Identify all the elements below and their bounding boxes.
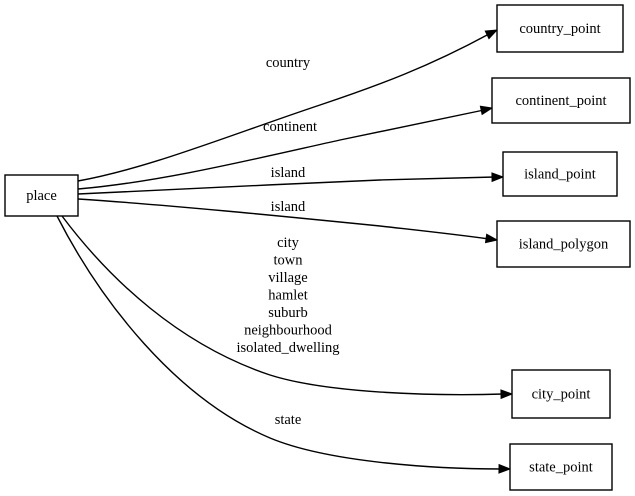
edge-place-to-island_point (77, 172, 505, 195)
arrowhead-city_point (500, 389, 514, 400)
node-island_point[interactable]: island_point (502, 151, 618, 197)
node-state_point[interactable]: state_point (509, 443, 613, 491)
node-label-island_point: island_point (524, 166, 596, 182)
edge-label-island_polygon: island (271, 199, 306, 215)
edge-line-island_polygon (77, 198, 490, 240)
node-island_polygon[interactable]: island_polygon (496, 220, 631, 268)
node-place[interactable]: place (4, 174, 79, 217)
edge-place-to-state_point (56, 215, 512, 474)
nodes-layer: place country_point continent_point island_… (4, 4, 631, 491)
node-label-continent_point: continent_point (515, 93, 606, 109)
edge-line-country_point (77, 33, 490, 182)
node-label-city_point: city_point (532, 386, 591, 402)
node-continent_point[interactable]: continent_point (491, 77, 631, 124)
arrowhead-island_polygon (484, 233, 499, 244)
node-box-island_polygon (496, 220, 631, 268)
edge-label-island_point: island (271, 165, 306, 181)
edge-place-to-continent_point (77, 105, 494, 190)
node-box-state_point (509, 443, 613, 491)
arrowhead-island_point (491, 172, 505, 183)
arrowhead-continent_point (479, 105, 494, 116)
node-box-city_point (511, 369, 611, 419)
edge-place-to-country_point (77, 29, 499, 182)
node-label-state_point: state_point (529, 459, 593, 475)
node-box-country_point (496, 4, 624, 53)
arrowhead-state_point (498, 463, 512, 474)
node-box-continent_point (491, 77, 631, 124)
node-label-place: place (26, 188, 57, 204)
node-label-country_point: country_point (519, 21, 600, 37)
edge-line-island_point (77, 176, 496, 195)
node-box-island_point (502, 151, 618, 197)
edge-label-state_point: state (275, 412, 302, 428)
edge-place-to-city_point (61, 215, 514, 400)
edge-line-state_point (56, 215, 503, 470)
node-label-island_polygon: island_polygon (519, 236, 609, 252)
edges-layer (56, 29, 514, 474)
edge-line-continent_point (77, 109, 485, 190)
node-city_point[interactable]: city_point (511, 369, 611, 419)
edge-line-city_point (61, 215, 505, 396)
node-box-place (4, 174, 79, 217)
arrowhead-country_point (484, 29, 499, 40)
edge-label-continent_point: continent (263, 119, 317, 135)
node-country_point[interactable]: country_point (496, 4, 624, 53)
edge-place-to-island_polygon (77, 198, 499, 244)
edge-label-country_point: country (266, 55, 311, 71)
